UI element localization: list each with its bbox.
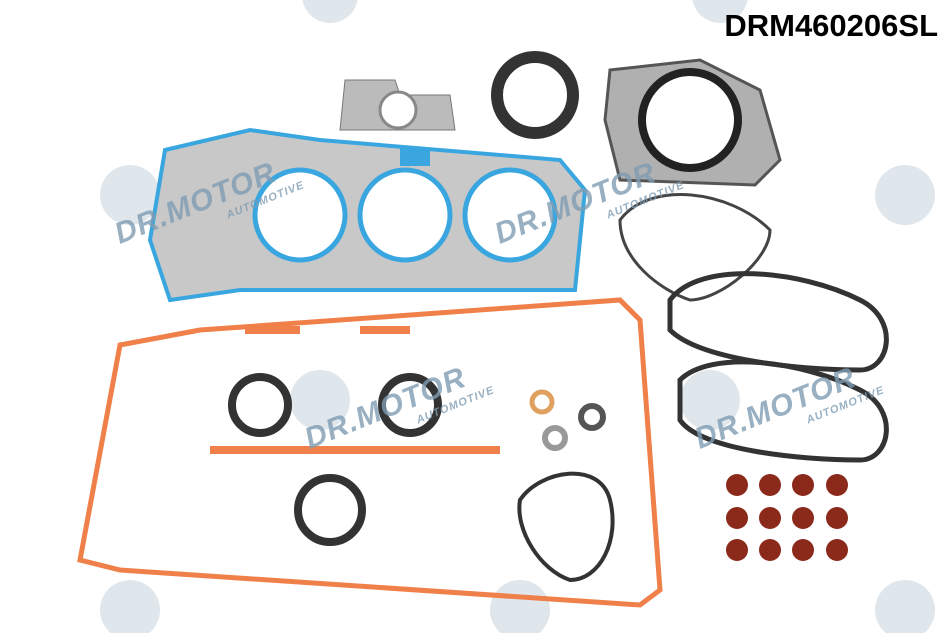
watermark-logos: [100, 0, 935, 633]
washers: [529, 389, 606, 451]
valve-cover-gasket: [77, 297, 663, 608]
intake-gaskets: [210, 326, 500, 454]
oil-pan-gaskets: [667, 271, 889, 463]
valve-stem-seals: [726, 474, 848, 561]
cylinder-head-gasket: [147, 127, 588, 303]
o-rings: [228, 373, 442, 546]
oil-filter-gasket: [517, 471, 615, 583]
product-code: DRM460206SL: [724, 8, 938, 43]
crankshaft-seal: [491, 51, 579, 139]
exhaust-gasket: [339, 79, 456, 131]
rear-main-seal-plate: [603, 58, 782, 187]
water-pump-gasket: [618, 193, 772, 302]
